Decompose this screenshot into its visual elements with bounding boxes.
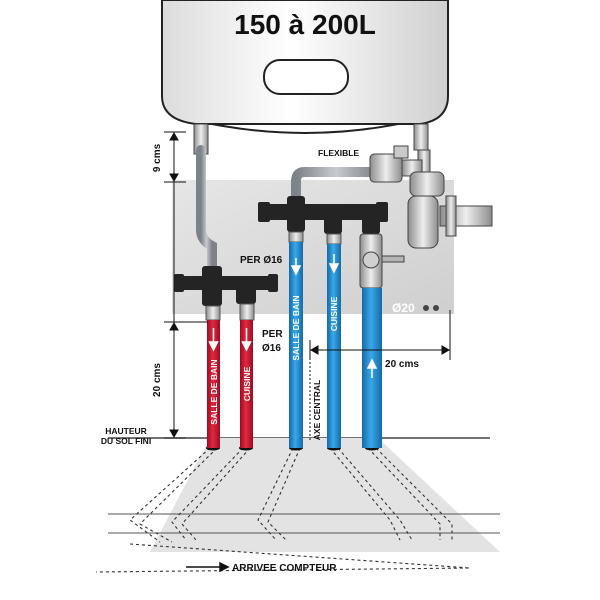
cold-pipe-kitchen-label: CUISINE xyxy=(329,296,339,331)
central-axis-label: AXE CENTRAL xyxy=(312,380,322,440)
per-lower-label-line1: PER xyxy=(262,329,283,340)
dimension-horizontal xyxy=(309,310,451,360)
panel-dot-1 xyxy=(423,305,429,311)
dimension-top-gap xyxy=(164,131,186,183)
panel-dot-2 xyxy=(433,305,439,311)
diameter-20-label: Ø20 xyxy=(392,301,415,315)
cold-inlet-nipple xyxy=(413,123,429,151)
cold-pipe-bathroom xyxy=(289,242,303,448)
hot-pipe-kitchen-label: CUISINE xyxy=(242,366,252,401)
dimension-top-gap-label: 9 cms xyxy=(152,143,163,172)
dimension-horizontal-label: 20 cms xyxy=(385,359,419,370)
hot-pipe-bathroom-label: SALLE DE BAIN xyxy=(209,359,219,424)
flexible-label: FLEXIBLE xyxy=(318,148,359,158)
couplings xyxy=(205,231,342,321)
floor-height-label-line2: DU SOL FINI xyxy=(101,436,151,446)
flow-arrows xyxy=(208,254,378,378)
dimension-vertical-label: 20 cms xyxy=(152,363,163,397)
cold-manifold xyxy=(258,196,388,234)
cold-stop-valve xyxy=(359,233,405,289)
hot-manifold xyxy=(174,266,278,306)
safety-group xyxy=(369,145,493,249)
floor-trench xyxy=(150,438,500,552)
hot-pipe-bathroom xyxy=(207,320,220,448)
dimension-vertical xyxy=(164,321,208,439)
cold-pipe-bathroom-label: SALLE DE BAIN xyxy=(291,295,301,360)
per-lower-label-line2: Ø16 xyxy=(262,343,281,354)
tank-capacity-label: 150 à 200L xyxy=(234,9,376,40)
hot-pipe-kitchen xyxy=(240,320,253,448)
hot-flex-hose xyxy=(196,145,217,275)
meter-arrival-label: ARRIVEE COMPTEUR xyxy=(232,563,337,574)
meter-arrival-arrow xyxy=(186,561,230,573)
cold-flex-hose xyxy=(291,167,381,205)
per-upper-label: PER Ø16 xyxy=(240,255,283,266)
cold-pipe-kitchen xyxy=(327,244,341,448)
floor-height-label-line1: HAUTEUR xyxy=(105,426,147,436)
